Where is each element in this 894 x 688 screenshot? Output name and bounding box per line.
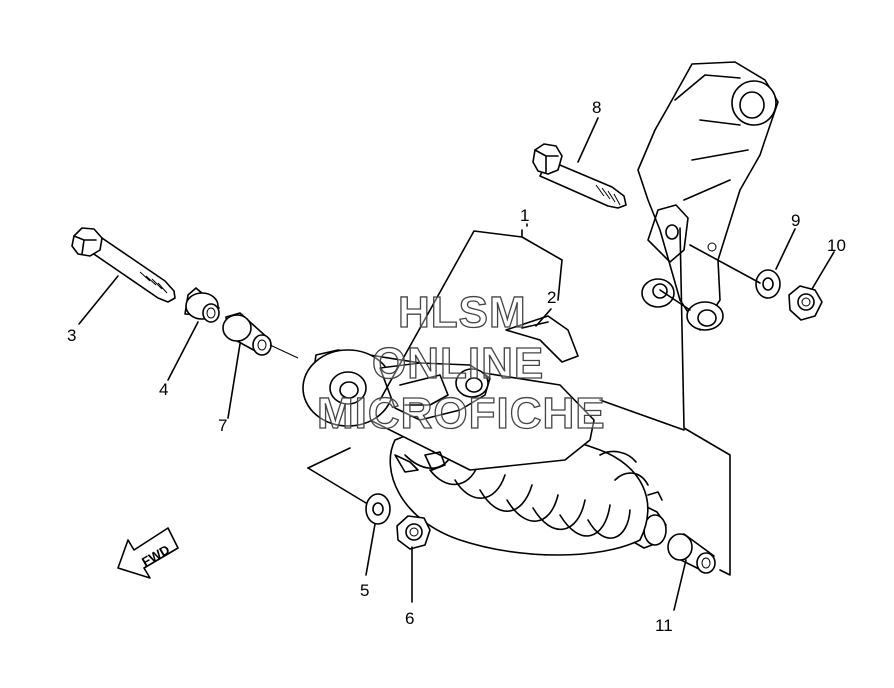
callout-2[interactable]: 2 xyxy=(547,288,556,307)
part-5-washer[interactable] xyxy=(365,493,391,525)
callout-8[interactable]: 8 xyxy=(592,98,601,117)
callout-5[interactable]: 5 xyxy=(360,581,369,600)
watermark-line-2: ONLINE xyxy=(372,339,544,388)
watermark: HLSM ONLINE MICROFICHE xyxy=(316,287,606,438)
part-6-nut[interactable] xyxy=(396,515,431,550)
part-9-washer[interactable] xyxy=(755,269,781,299)
callout-6[interactable]: 6 xyxy=(405,609,414,628)
watermark-line-1: HLSM xyxy=(398,288,527,337)
part-1-shock-absorber[interactable] xyxy=(302,349,667,556)
part-3-bolt[interactable] xyxy=(71,227,176,303)
fwd-arrow-icon: FWD xyxy=(117,527,179,579)
part-11-collar[interactable] xyxy=(667,533,716,574)
callout-7[interactable]: 7 xyxy=(218,416,227,435)
part-2-label[interactable] xyxy=(505,315,579,363)
callout-3[interactable]: 3 xyxy=(67,326,76,345)
callout-4[interactable]: 4 xyxy=(159,380,168,399)
callout-9[interactable]: 9 xyxy=(791,211,800,230)
callout-10[interactable]: 10 xyxy=(827,236,846,255)
part-7-collar[interactable] xyxy=(222,312,272,356)
callout-1[interactable]: 1 xyxy=(520,206,529,225)
relay-arm[interactable] xyxy=(637,61,779,331)
watermark-line-3: MICROFICHE xyxy=(317,389,606,438)
part-8-bolt[interactable] xyxy=(532,143,627,209)
part-4-collar[interactable] xyxy=(184,287,220,323)
part-10-nut[interactable] xyxy=(788,285,823,321)
callout-11[interactable]: 11 xyxy=(655,616,673,635)
